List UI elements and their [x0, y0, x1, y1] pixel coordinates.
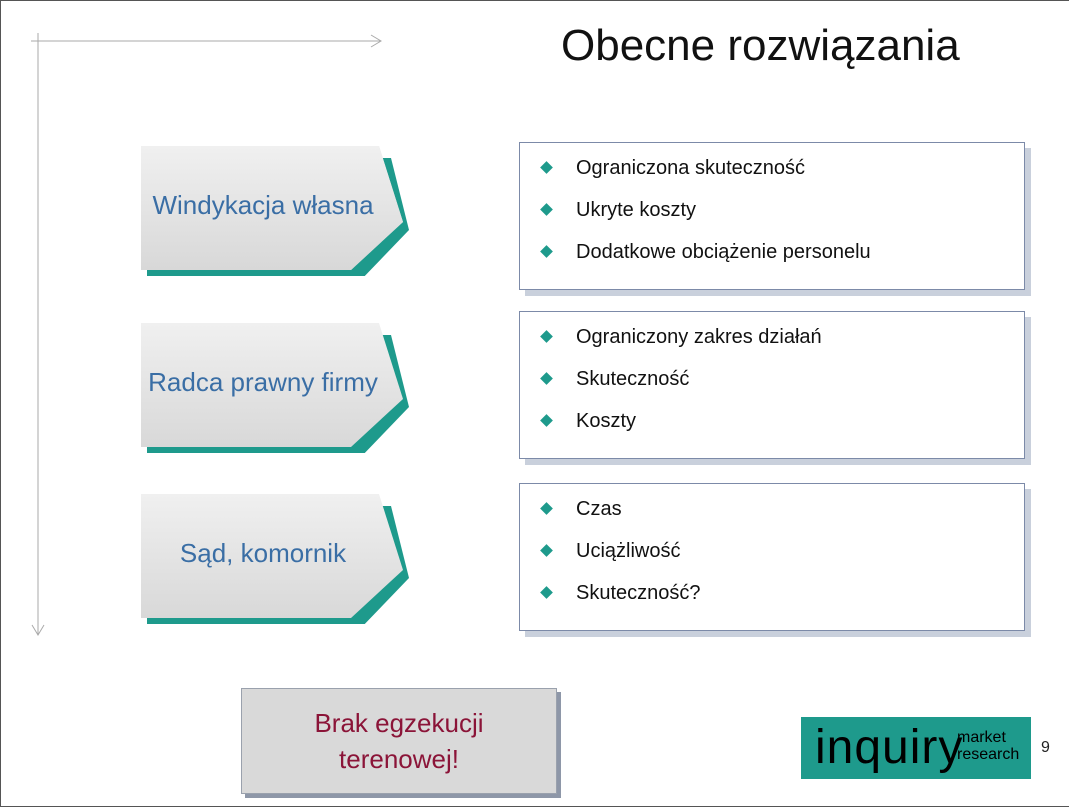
diamond-bullet-icon [540, 414, 553, 427]
diamond-bullet-icon [540, 245, 553, 258]
bullet-item: Ograniczony zakres działań [540, 322, 1024, 364]
bullet-box-1: Ograniczona skuteczność Ukryte koszty Do… [519, 142, 1031, 296]
bullet-list: Czas Uciążliwość Skuteczność? [540, 494, 1024, 620]
box-panel: Ograniczona skuteczność Ukryte koszty Do… [519, 142, 1025, 290]
bullet-box-3: Czas Uciążliwość Skuteczność? [519, 483, 1031, 637]
chevron-shape [141, 323, 409, 459]
diamond-bullet-icon [540, 203, 553, 216]
bullet-item: Czas [540, 494, 1024, 536]
note-text: Brak egzekucji terenowej! [241, 688, 557, 794]
note-box: Brak egzekucji terenowej! [241, 688, 561, 798]
bullet-box-2: Ograniczony zakres działań Skuteczność K… [519, 311, 1031, 465]
diamond-bullet-icon [540, 161, 553, 174]
chevron-sad: Sąd, komornik [141, 494, 411, 630]
box-panel: Ograniczony zakres działań Skuteczność K… [519, 311, 1025, 459]
bullet-list: Ograniczony zakres działań Skuteczność K… [540, 322, 1024, 448]
chevron-shape [141, 146, 409, 282]
bullet-item: Skuteczność [540, 364, 1024, 406]
chevron-radca: Radca prawny firmy [141, 323, 411, 459]
bullet-item: Ukryte koszty [540, 195, 1024, 237]
bullet-item: Koszty [540, 406, 1024, 448]
page-number: 9 [1041, 739, 1050, 756]
logo-main: inquiry [815, 721, 964, 774]
bullet-item: Uciążliwość [540, 536, 1024, 578]
diamond-bullet-icon [540, 330, 553, 343]
diamond-bullet-icon [540, 586, 553, 599]
box-panel: Czas Uciążliwość Skuteczność? [519, 483, 1025, 631]
chevron-windykacja: Windykacja własna [141, 146, 411, 282]
axis-arrows [31, 33, 382, 636]
bullet-item: Skuteczność? [540, 578, 1024, 620]
diamond-bullet-icon [540, 502, 553, 515]
bullet-item: Dodatkowe obciążenie personelu [540, 237, 1024, 279]
bullet-list: Ograniczona skuteczność Ukryte koszty Do… [540, 153, 1024, 279]
chevron-label: Windykacja własna [152, 190, 374, 220]
diamond-bullet-icon [540, 544, 553, 557]
bullet-item: Ograniczona skuteczność [540, 153, 1024, 195]
chevron-shape [141, 494, 409, 630]
chevron-label: Radca prawny firmy [148, 367, 378, 397]
chevron-label: Sąd, komornik [179, 538, 347, 568]
diamond-bullet-icon [540, 372, 553, 385]
slide-title: Obecne rozwiązania [561, 21, 960, 70]
